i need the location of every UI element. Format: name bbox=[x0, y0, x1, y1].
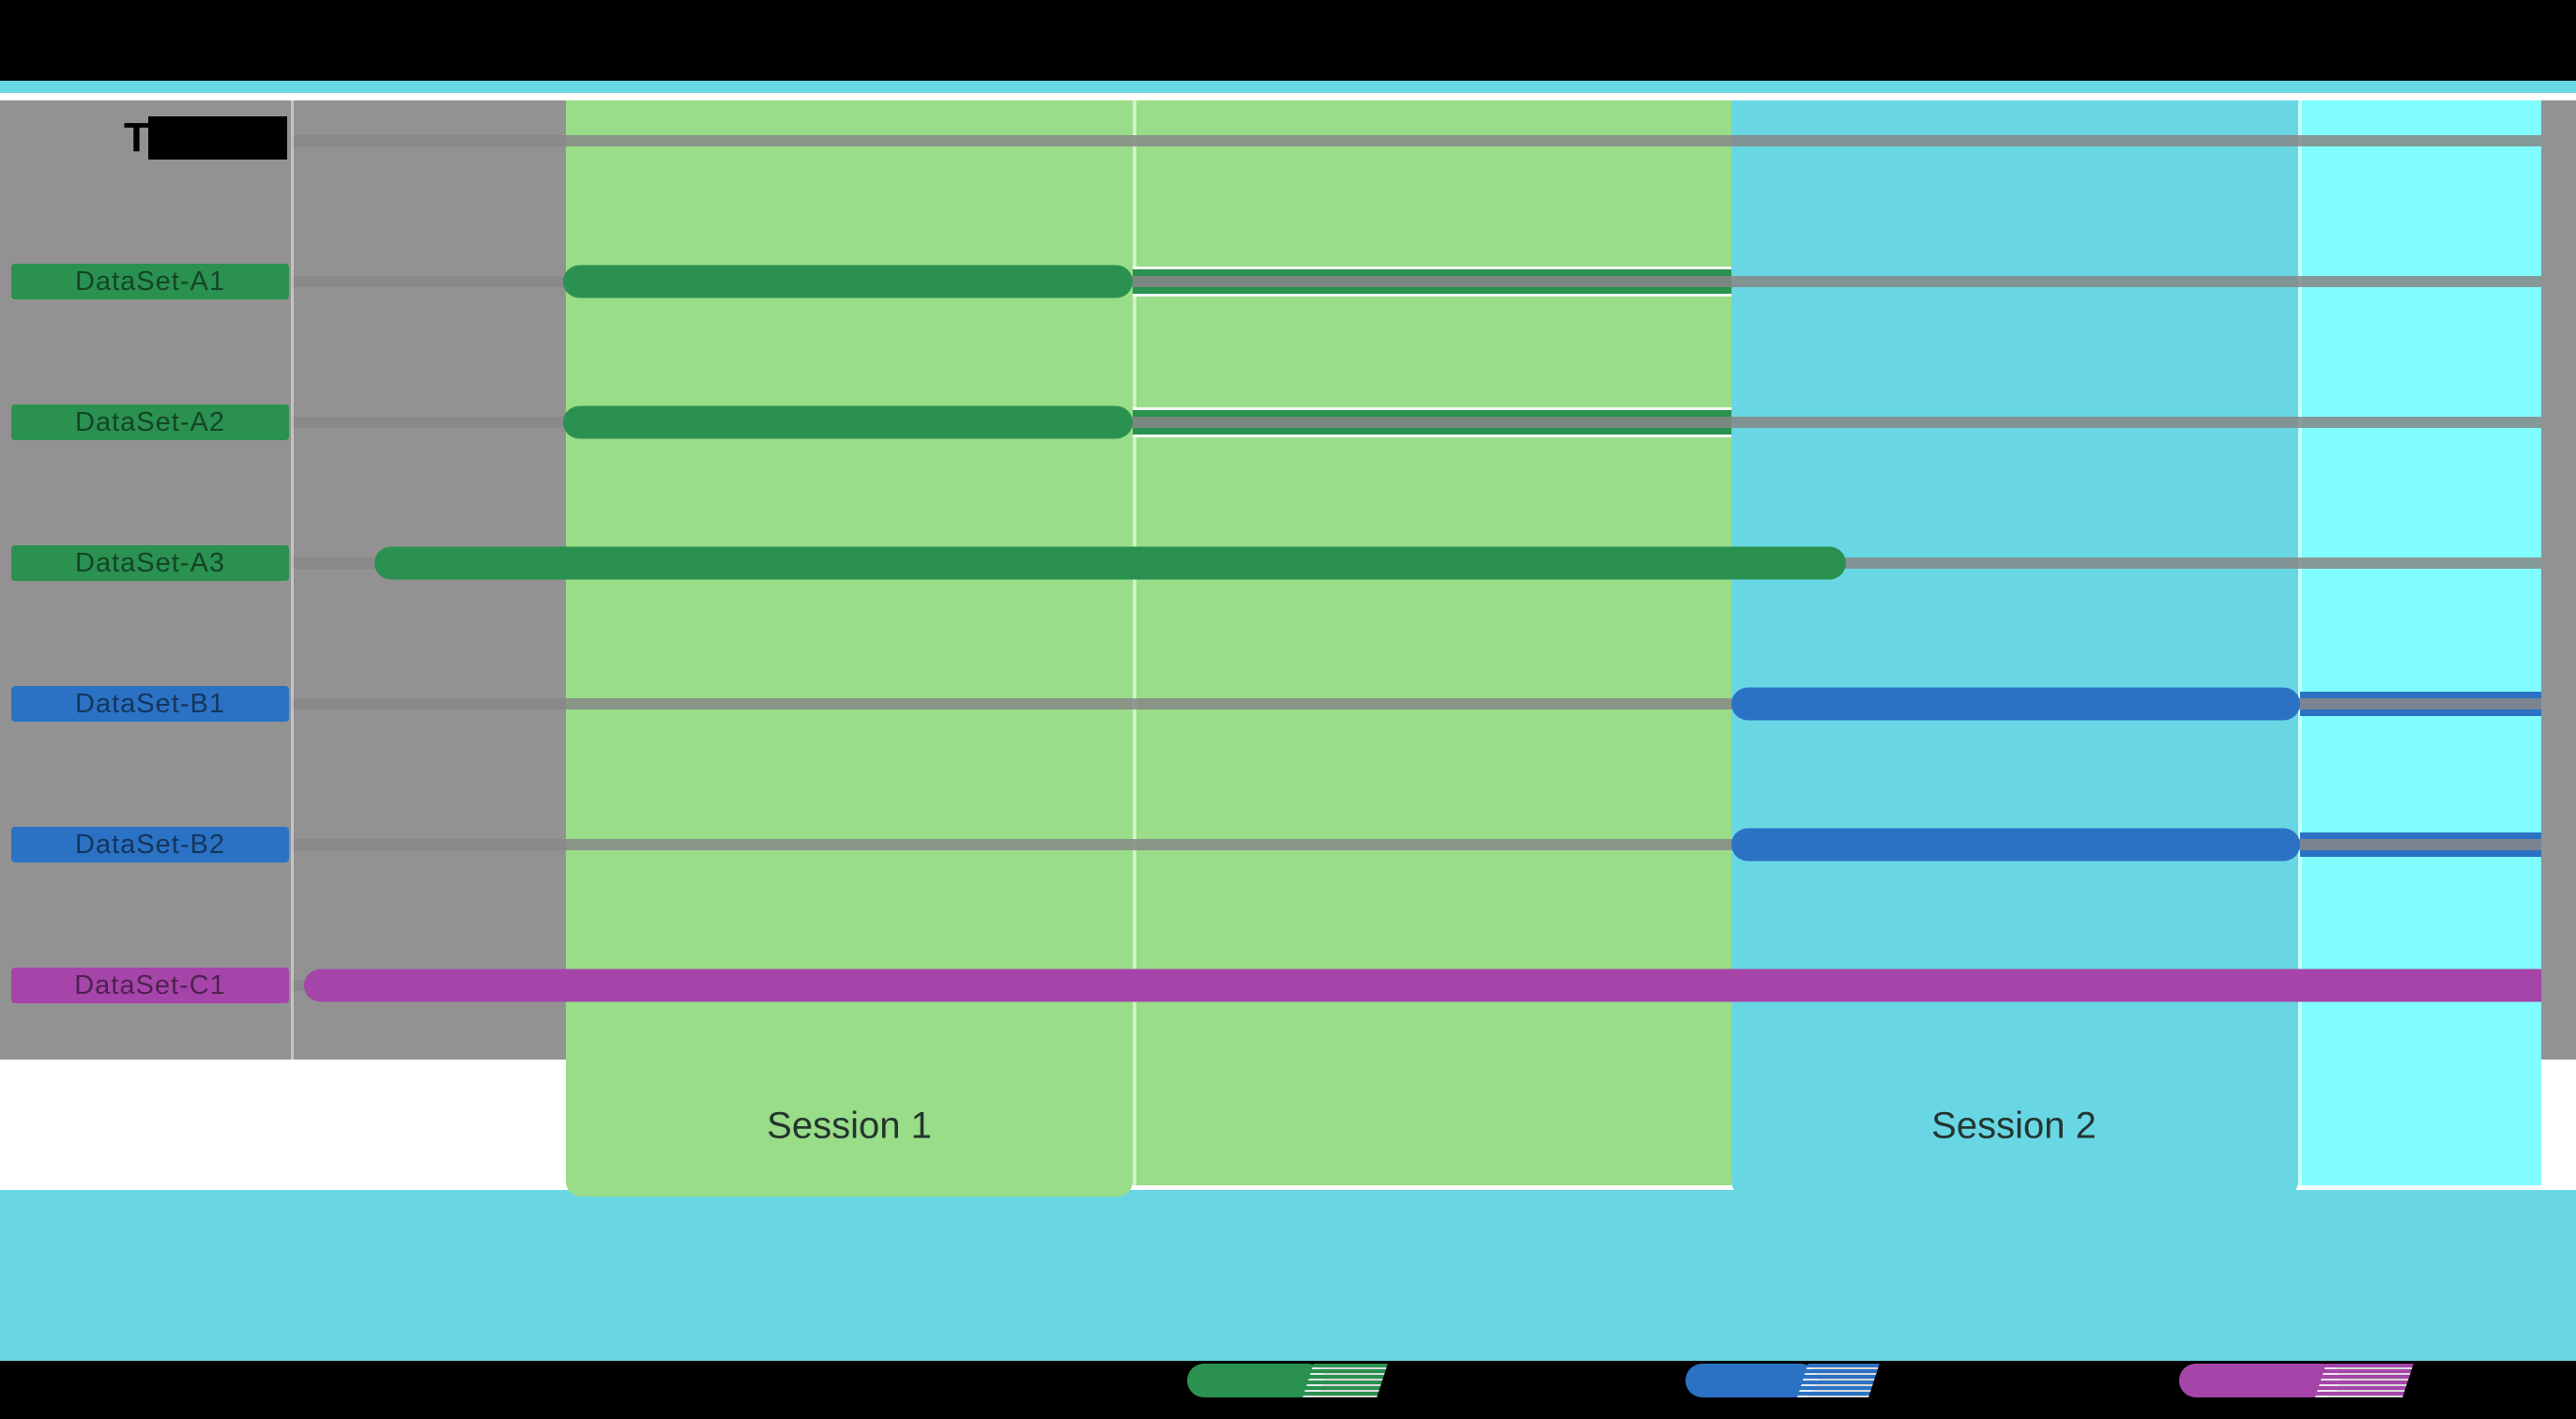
task-badge-dataset-c1: DataSet-C1 bbox=[11, 968, 289, 1003]
bottom-cyan-band bbox=[0, 1190, 2576, 1361]
redaction-box bbox=[148, 116, 287, 160]
task-badge-dataset-a2: DataSet-A2 bbox=[11, 404, 289, 440]
task-badge-dataset-b1: DataSet-B1 bbox=[11, 686, 289, 722]
legend-item-series-b[interactable] bbox=[1685, 1364, 1880, 1397]
session-1-label: Session 1 bbox=[767, 1105, 932, 1147]
gantt-bar-dataset-b2[interactable] bbox=[1730, 828, 2301, 862]
task-badge-dataset-a3: DataSet-A3 bbox=[11, 545, 289, 581]
legend-marker-b bbox=[1685, 1364, 1818, 1397]
legend-item-series-a[interactable] bbox=[1187, 1364, 1388, 1397]
legend-marker-glitch-c bbox=[2315, 1364, 2414, 1397]
legend-marker-a bbox=[1187, 1364, 1324, 1397]
gantt-bar-dataset-b1[interactable] bbox=[1730, 687, 2301, 721]
task-badge-dataset-b2: DataSet-B2 bbox=[11, 827, 289, 862]
gantt-bar-dataset-a1[interactable] bbox=[563, 265, 1133, 298]
legend-item-series-c[interactable] bbox=[2179, 1364, 2414, 1397]
top-cyan-strip bbox=[0, 81, 2576, 93]
top-black-bar bbox=[0, 0, 2576, 81]
gantt-bar-dataset-c1[interactable] bbox=[304, 969, 2541, 1002]
row-gridline-1 bbox=[291, 135, 2541, 146]
task-badge-dataset-a1: DataSet-A1 bbox=[11, 264, 289, 299]
session-band-3 bbox=[1730, 100, 2298, 1197]
session-band-4 bbox=[2298, 100, 2541, 1185]
y-axis-divider-line bbox=[291, 100, 294, 1060]
gantt-bar-dataset-a2[interactable] bbox=[563, 405, 1133, 439]
session-2-label: Session 2 bbox=[1931, 1105, 2096, 1147]
y-axis-title-fragment: T bbox=[124, 114, 149, 160]
legend-marker-glitch-b bbox=[1796, 1364, 1880, 1397]
legend-marker-c bbox=[2179, 1364, 2340, 1397]
gantt-bar-dataset-a3[interactable] bbox=[373, 546, 1846, 580]
legend-marker-glitch-a bbox=[1303, 1364, 1388, 1397]
legend-bar bbox=[0, 1361, 2576, 1419]
session-band-2 bbox=[1132, 100, 1731, 1185]
